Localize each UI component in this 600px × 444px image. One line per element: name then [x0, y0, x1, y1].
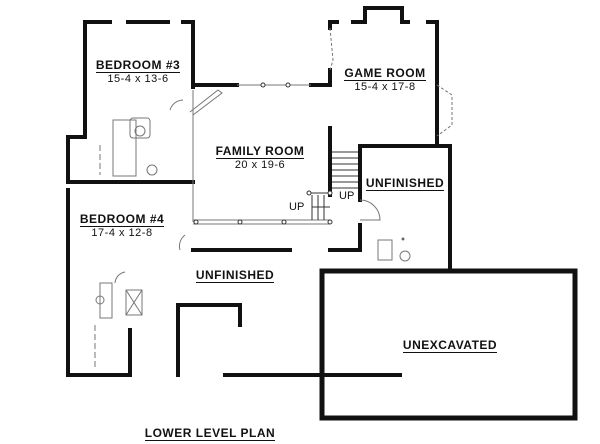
- room-name: UNFINISHED: [365, 176, 445, 191]
- room-dims: 20 x 19-6: [234, 159, 286, 171]
- room-name: BEDROOM #4: [79, 212, 165, 227]
- bedroom-4-label: BEDROOM #4 17-4 x 12-8: [72, 212, 172, 239]
- game-room-label: GAME ROOM 15-4 x 17-8: [335, 66, 435, 93]
- room-name: BEDROOM #3: [95, 58, 181, 73]
- stair-up-label: UP: [339, 190, 355, 202]
- family-room-label: FAMILY ROOM 20 x 19-6: [205, 144, 315, 171]
- room-name: UNEXCAVATED: [402, 338, 498, 353]
- room-dims: 15-4 x 17-8: [354, 81, 416, 93]
- stair-up-label: UP: [289, 201, 305, 213]
- room-dims: 17-4 x 12-8: [91, 227, 153, 239]
- room-dims: 15-4 x 13-6: [107, 73, 169, 85]
- plan-title: LOWER LEVEL PLAN: [130, 426, 290, 441]
- unexcavated-walls: [319, 268, 578, 421]
- room-name: GAME ROOM: [344, 66, 426, 81]
- room-name: FAMILY ROOM: [215, 144, 305, 159]
- railing-posts: [193, 82, 333, 225]
- unfinished-lower-label: UNFINISHED: [190, 268, 280, 283]
- unfinished-right-label: UNFINISHED: [362, 176, 448, 191]
- thin-lines: [94, 27, 453, 370]
- bedroom-3-label: BEDROOM #3 15-4 x 13-6: [88, 58, 188, 85]
- room-name: UNFINISHED: [195, 268, 275, 283]
- plan-title-text: LOWER LEVEL PLAN: [144, 426, 276, 441]
- exterior-walls: [66, 6, 452, 377]
- unexcavated-label: UNEXCAVATED: [350, 338, 550, 353]
